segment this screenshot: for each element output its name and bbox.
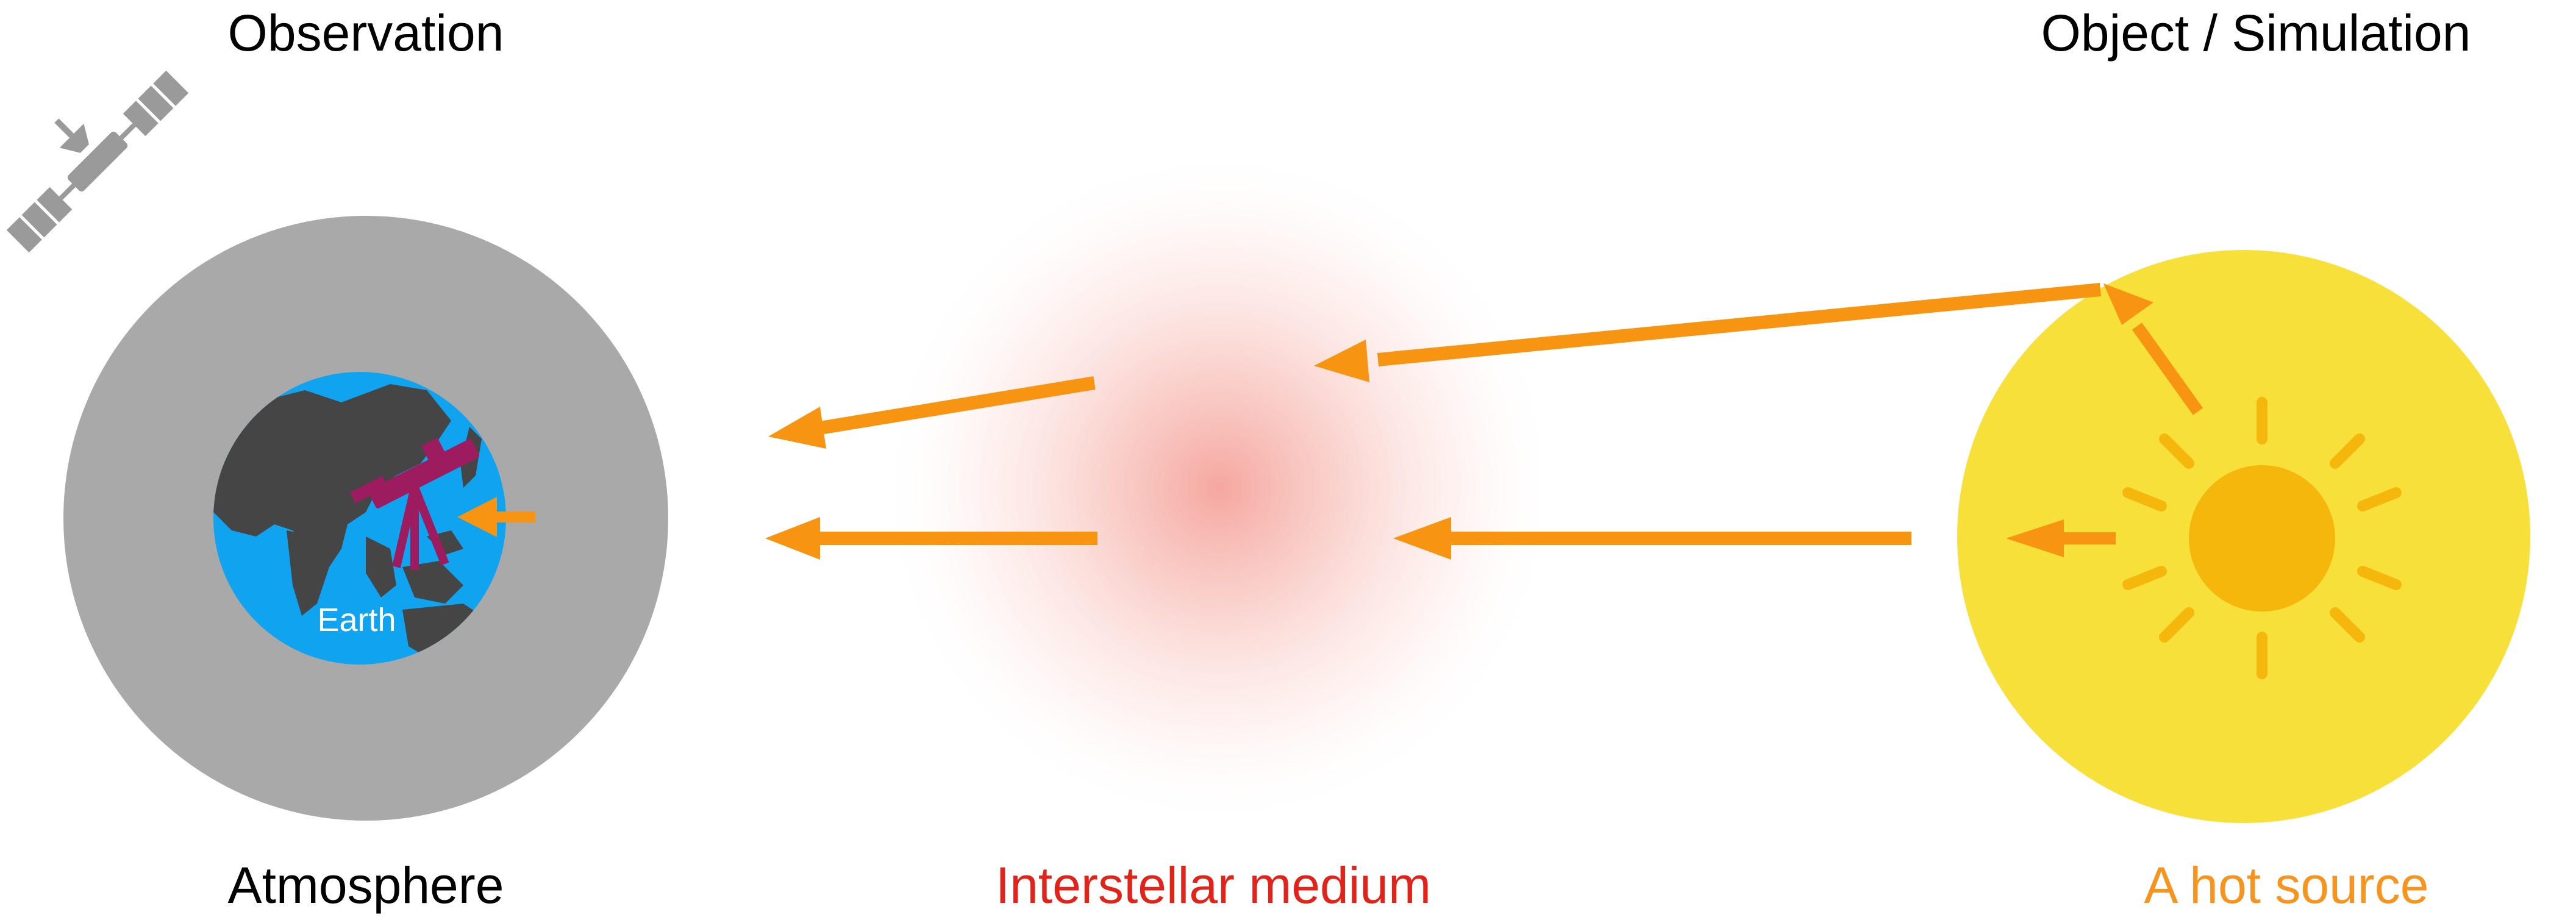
interstellar-medium-cloud	[878, 146, 1561, 829]
arrow-sun-upward	[2103, 283, 2203, 415]
arrow-straight-to-ism	[1393, 517, 1911, 560]
arrow-angled-to-atmosphere	[768, 376, 1096, 449]
sun-icon	[2122, 397, 2402, 679]
hot-source-label: A hot source	[2144, 857, 2429, 914]
satellite-icon	[6, 70, 189, 253]
atmosphere-label: Atmosphere	[227, 857, 504, 914]
earth-label: Earth	[317, 602, 396, 638]
telescope-icon	[349, 437, 479, 570]
arrow-sun-left	[2006, 519, 2116, 557]
interstellar-medium-label: Interstellar medium	[995, 857, 1432, 914]
arrow-straight-to-atmosphere	[765, 517, 1097, 560]
observation-heading: Observation	[227, 4, 504, 62]
light-arrows	[457, 283, 2203, 560]
arrow-into-earth	[457, 497, 535, 537]
arrow-angled-to-ism	[1314, 283, 2102, 382]
object-simulation-heading: Object / Simulation	[2041, 4, 2471, 62]
